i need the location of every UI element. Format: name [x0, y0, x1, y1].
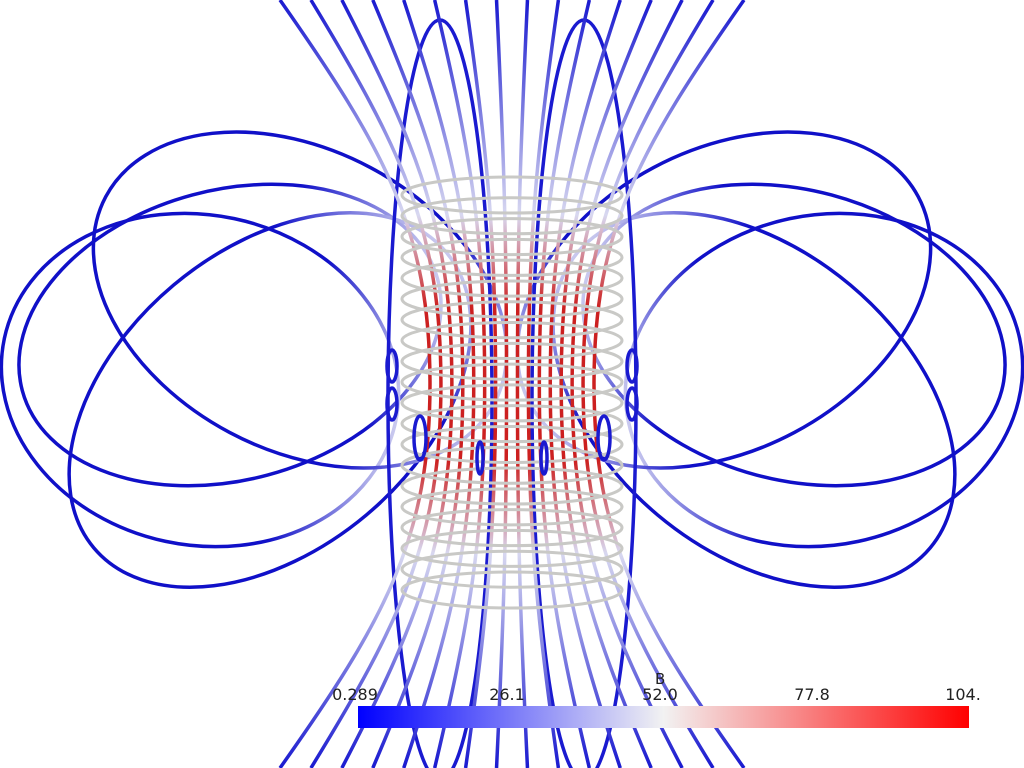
small-field-loop — [475, 440, 485, 476]
field-line — [340, 0, 454, 768]
field-line — [371, 0, 465, 768]
coil-ring — [400, 466, 624, 506]
colorbar-tick-label: 104. — [945, 685, 981, 704]
field-line — [570, 0, 684, 768]
coil-ring — [400, 508, 624, 548]
coil-ring — [400, 445, 624, 485]
coil-ring — [400, 237, 624, 277]
field-line — [559, 0, 653, 768]
field-line — [402, 0, 476, 768]
field-line — [548, 0, 622, 768]
field-loop — [17, 182, 443, 488]
small-field-loop — [596, 414, 612, 462]
small-field-loop — [625, 348, 639, 384]
coil-ring — [400, 383, 624, 423]
colorbar-tick-label: 26.1 — [489, 685, 525, 704]
solenoid-coil — [400, 175, 624, 610]
colorbar-tick-label: 0.289 — [332, 685, 378, 704]
colorbar-tick-label: 77.8 — [794, 685, 830, 704]
small-field-loops — [385, 348, 639, 476]
coil-ring — [400, 528, 624, 568]
coil-ring — [400, 424, 624, 464]
field-loop — [0, 211, 401, 549]
colorbar-gradient — [358, 706, 969, 728]
small-field-loop — [412, 414, 428, 462]
coil-ring — [400, 570, 624, 610]
field-line — [309, 0, 443, 768]
coil-ring — [400, 196, 624, 236]
small-field-loop — [539, 440, 549, 476]
field-loop — [581, 182, 1007, 488]
field-line — [278, 0, 432, 768]
field-loop — [623, 211, 1024, 549]
coil-ring — [400, 279, 624, 319]
coil-ring — [400, 362, 624, 402]
outer-field-loops — [0, 18, 1024, 768]
field-line — [592, 0, 746, 768]
coil-ring — [400, 487, 624, 527]
coil-ring — [400, 258, 624, 298]
coil-ring — [400, 175, 624, 215]
coil-ring — [400, 549, 624, 589]
coil-ring — [400, 321, 624, 361]
coil-ring — [400, 341, 624, 381]
field-line — [581, 0, 715, 768]
colorbar-tick-label: 52.0 — [642, 685, 678, 704]
coil-ring — [400, 404, 624, 444]
coil-ring — [400, 217, 624, 257]
small-field-loop — [385, 348, 399, 384]
small-field-loop — [625, 386, 639, 422]
colorbar-title: B — [655, 670, 666, 688]
small-field-loop — [385, 386, 399, 422]
coil-ring — [400, 300, 624, 340]
